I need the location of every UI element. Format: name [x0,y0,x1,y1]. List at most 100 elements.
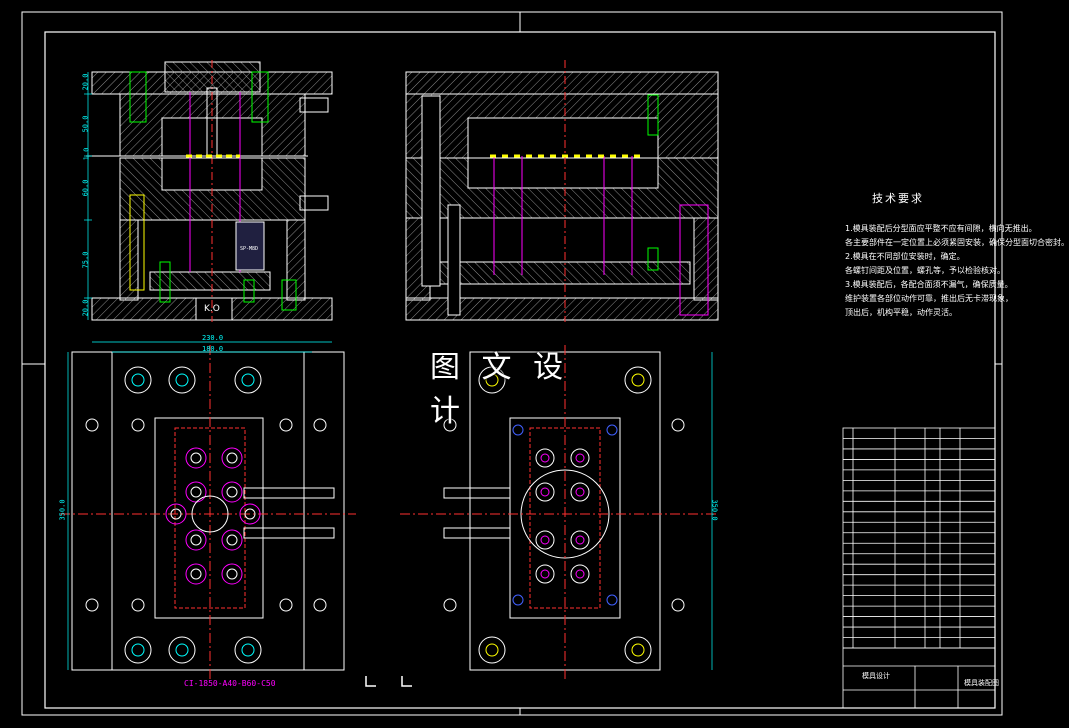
technical-requirements-title: 技术要求 [872,192,924,205]
cavity-circle [226,568,238,580]
screw-hole [131,598,145,612]
cavity-circle [185,447,207,469]
titleblock-drawing-name: 模具装配图 [964,679,999,687]
cavity-circle [575,535,585,545]
note-line: 各主要部件在一定位置上必须紧固安装，确保分型面切合密封。 [845,238,1069,247]
dim-60: 60.0 [81,179,90,197]
guide-pillar-hole [175,643,189,657]
screw-hole [671,418,685,432]
plan-view-right [400,345,718,680]
technical-notes: 1.模具装配后分型面应平整不应有间隙，横向无推出。 各主要部件在一定位置上必须紧… [845,222,1069,320]
cavity-circle [540,535,550,545]
titleblock-school: 模具设计 [862,672,890,680]
ejector-circle [512,594,524,606]
plan-view-left-holes [85,366,327,664]
cavity-circle [226,486,238,498]
cavity-circle [190,534,202,546]
section-view-left [86,61,333,321]
note-line: 1.模具装配后分型面应平整不应有间隙，横向无推出。 [845,224,1037,233]
guide-pillar-hole [631,643,645,657]
cavity-circle [570,482,590,502]
screw-hole [443,598,457,612]
guide-pillar-hole [168,636,196,664]
dim-350-right: 350.0 [710,499,719,521]
cavity-circle [190,486,202,498]
cavity-circle [570,448,590,468]
guide-pillar-hole [478,636,506,664]
screw-hole [279,598,293,612]
guide-pillar-hole [131,373,145,387]
cavity-circle [540,569,550,579]
guide-pillar-hole [631,373,645,387]
cavity-circle [190,452,202,464]
drawing-frame [21,11,1003,716]
guide-pillar-hole [234,366,262,394]
cavity-circle [575,453,585,463]
title-block [842,427,996,709]
dim-10: 1.0 [82,147,91,161]
dim-75: 75.0 [81,251,90,269]
screw-hole [313,418,327,432]
section-view-right-details [490,60,709,322]
note-line: 维护装置各部位动作可靠，推出后无卡滞现象， [845,294,1013,303]
cavity-circle [185,563,207,585]
dim-50: 50.0 [81,115,90,133]
cavity-circle [221,563,243,585]
ejector-circle [512,424,524,436]
vertical-dims [84,72,92,320]
screw-hole [85,598,99,612]
guide-pillar-hole [624,636,652,664]
guide-pillar-hole [485,373,499,387]
cavity-circle [570,530,590,550]
cavity-circle [190,568,202,580]
guide-pillar-hole [124,636,152,664]
cavity-circle [226,452,238,464]
pin-label: SP-M8D [240,246,259,252]
note-line: 各螺钉间距及位置，螺孔等，予以检验核对。 [845,266,1005,275]
note-line: 3.模具装配后，各配合面须不漏气，确保质量。 [845,280,1013,289]
screw-hole [279,418,293,432]
guide-pillar-hole [175,373,189,387]
dim-230: 230.0 [202,334,224,342]
plan-view-left [60,341,356,680]
cavity-circle [221,447,243,469]
cad-drawing-canvas [21,11,1003,716]
guide-pillar-hole [241,643,255,657]
dim-180: 180.0 [202,345,224,353]
screw-hole [313,598,327,612]
cavity-circle [185,529,207,551]
note-line: 顶出后，机构平稳，动作灵活。 [845,308,957,317]
cavity-circle [221,529,243,551]
cavity-circle [165,503,187,525]
dim-20-top: 20.0 [81,73,90,91]
cavity-circle [244,508,256,520]
cavity-circle [226,534,238,546]
dim-20-bottom: 20.0 [81,299,90,317]
cavity-circle [540,453,550,463]
section-view-left-details [129,60,329,322]
guide-pillar-hole [485,643,499,657]
screw-hole [443,418,457,432]
cavity-circle [575,569,585,579]
corner-marks [365,676,412,687]
cavity-circle [575,487,585,497]
guide-pillar-hole [624,366,652,394]
cavity-circle [535,482,555,502]
guide-pillar-hole [168,366,196,394]
note-line: 2.模具在不同部位安装时，确定。 [845,252,965,261]
watermark-text: 图 文 设 计 [430,350,570,429]
cavity-circle [535,564,555,584]
cavity-circle [535,530,555,550]
sprue-circle [191,495,229,533]
cavity-circle [170,508,182,520]
section-view-right [405,71,719,321]
guide-pillar-hole [234,636,262,664]
plan-view-right-holes [443,366,685,664]
cavity-circle [185,481,207,503]
cavity-circle [570,564,590,584]
screw-hole [85,418,99,432]
cavity-circle [221,481,243,503]
screw-hole [131,418,145,432]
guide-pillar-hole [478,366,506,394]
dim-350-left: 350.0 [58,499,67,521]
